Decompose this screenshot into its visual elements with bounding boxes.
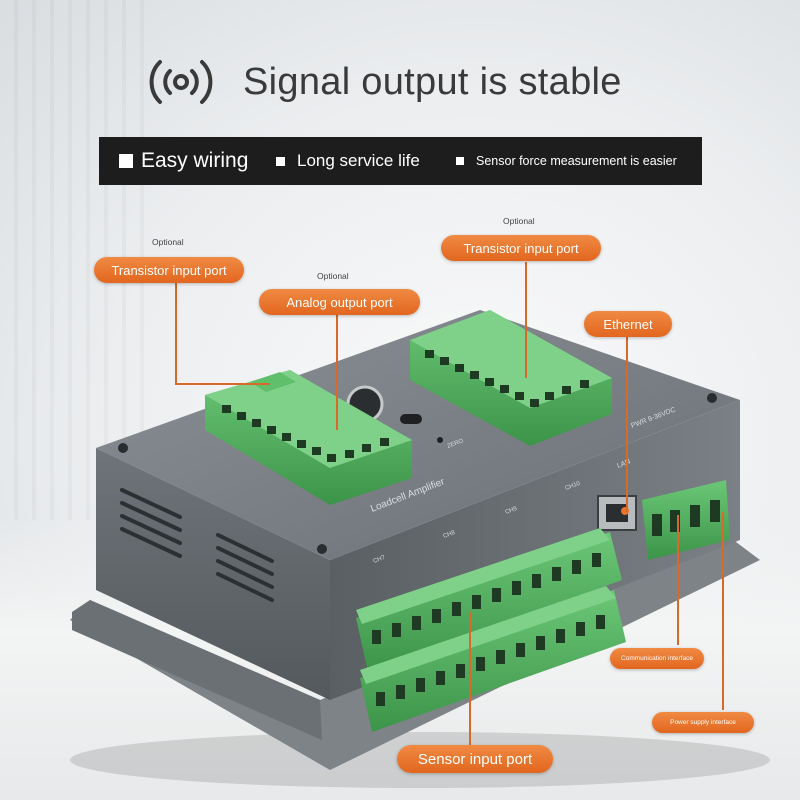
channel-label: CH10	[565, 481, 582, 492]
leader-line	[677, 515, 679, 645]
callout-communication-interface: Communication interface	[610, 648, 704, 669]
feature-item: Easy wiring	[119, 137, 248, 185]
optional-note: Optional	[317, 271, 349, 281]
channel-label: CH8	[443, 530, 457, 540]
headline: Signal output is stable	[243, 60, 622, 103]
terminal-block-top-left	[205, 370, 412, 505]
feature-label: Sensor force measurement is easier	[476, 154, 677, 168]
mounting-base	[72, 600, 322, 740]
optional-note: Optional	[152, 237, 184, 247]
radio-waves-icon	[149, 60, 213, 104]
leader-line	[175, 282, 177, 384]
device-zero-text: ZERO	[447, 438, 465, 450]
screw-holes	[118, 315, 717, 554]
terminal-block-side	[642, 480, 730, 560]
leader-line	[469, 612, 471, 745]
bullet-square-icon	[456, 157, 464, 165]
callout-power-supply-interface: Power supply interface	[652, 712, 754, 733]
terminal-block-sensor-upper	[356, 528, 622, 672]
feature-item: Sensor force measurement is easier	[456, 137, 677, 185]
feature-label: Long service life	[297, 151, 420, 170]
vent-slots	[120, 488, 274, 602]
header: Signal output is stable	[145, 52, 622, 112]
device-lan-text: LAN	[616, 458, 631, 469]
leader-line	[722, 512, 724, 710]
leader-line	[525, 262, 527, 378]
optional-note: Optional	[503, 216, 535, 226]
housing-left-face	[96, 448, 330, 700]
dip-switch	[400, 414, 422, 424]
terminal-block-sensor-lower	[360, 586, 626, 732]
channel-label: CH9	[505, 506, 519, 516]
callout-sensor-input-port: Sensor input port	[397, 745, 553, 773]
terminal-block-top-right	[410, 310, 612, 446]
feature-bar: Easy wiring Long service life Sensor for…	[99, 137, 702, 185]
leader-line	[336, 314, 338, 430]
feature-item: Long service life	[276, 137, 420, 185]
callout-transistor-input-right: Transistor input port	[441, 235, 601, 261]
callout-analog-output: Analog output port	[259, 289, 420, 315]
callout-transistor-input-left: Transistor input port	[94, 257, 244, 283]
ethernet-port	[597, 495, 637, 531]
leader-line	[175, 383, 270, 385]
led-indicator	[437, 437, 443, 443]
channel-label: CH7	[373, 555, 387, 565]
feature-label: Easy wiring	[141, 149, 249, 172]
leader-line	[626, 336, 628, 512]
bullet-square-icon	[276, 156, 285, 166]
bullet-square-icon	[119, 154, 133, 168]
callout-ethernet: Ethernet	[584, 311, 672, 337]
